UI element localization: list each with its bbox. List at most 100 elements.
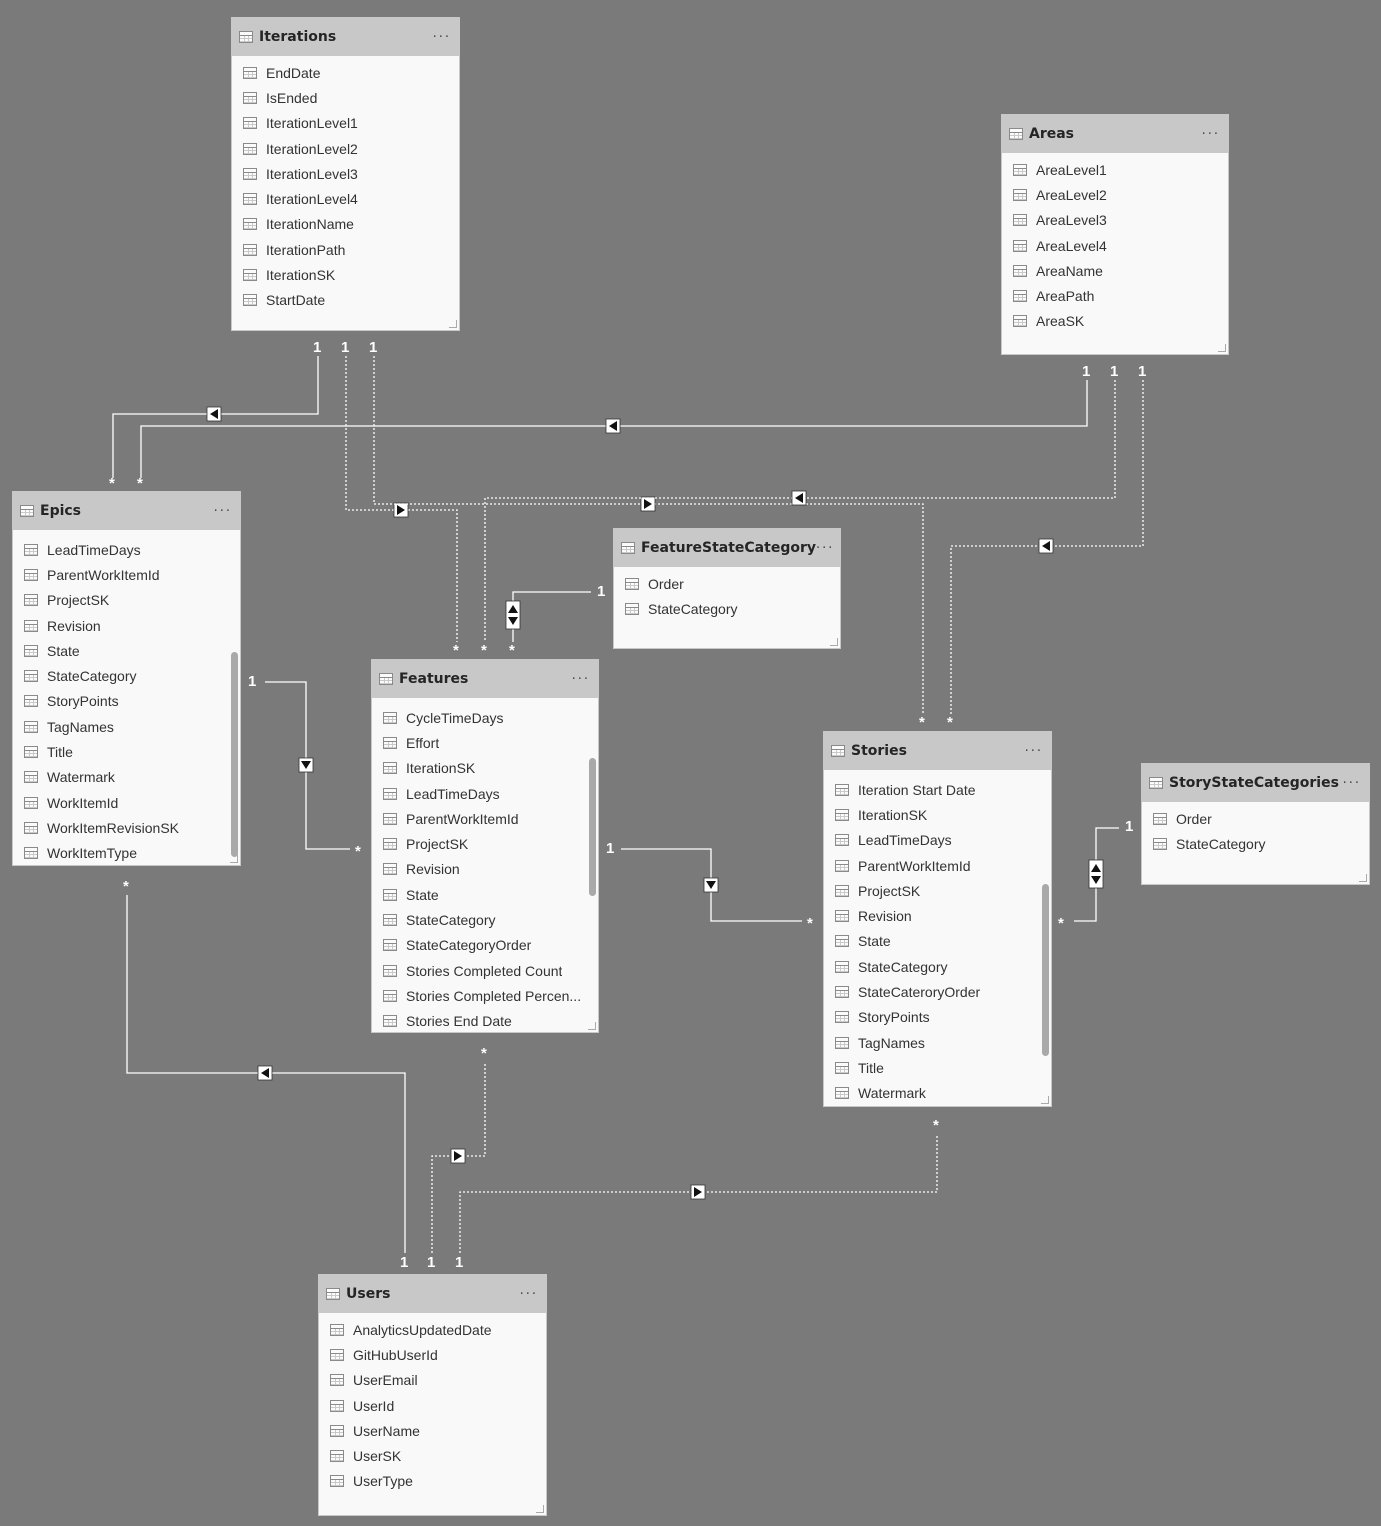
resize-grip[interactable] xyxy=(1359,874,1367,882)
field-row[interactable]: UserId xyxy=(319,1393,546,1418)
field-row[interactable]: IterationSK xyxy=(824,802,1051,827)
relationship-line[interactable] xyxy=(345,356,458,642)
field-row[interactable]: Order xyxy=(1142,806,1369,831)
relationship-line[interactable] xyxy=(512,591,591,642)
field-row[interactable]: StateCategory xyxy=(614,596,840,621)
field-row[interactable]: ParentWorkItemId xyxy=(824,853,1051,878)
field-row[interactable]: AreaName xyxy=(1002,258,1228,283)
field-row[interactable]: WorkItemType xyxy=(13,841,240,865)
field-row[interactable]: State xyxy=(372,882,598,907)
table-header[interactable]: Stories··· xyxy=(824,732,1051,770)
field-row[interactable]: UserEmail xyxy=(319,1368,546,1393)
field-row[interactable]: AreaSK xyxy=(1002,309,1228,334)
resize-grip[interactable] xyxy=(588,1022,596,1030)
field-row[interactable]: LeadTimeDays xyxy=(13,537,240,562)
field-row[interactable]: IterationLevel4 xyxy=(232,186,459,211)
table-header[interactable]: Features··· xyxy=(372,660,598,698)
field-row[interactable]: IterationSK xyxy=(372,756,598,781)
field-row[interactable]: EndDate xyxy=(232,60,459,85)
resize-grip[interactable] xyxy=(449,320,457,328)
more-options-button[interactable]: ··· xyxy=(816,540,835,556)
relationship-line[interactable] xyxy=(431,1062,486,1253)
field-row[interactable]: GitHubUserId xyxy=(319,1342,546,1367)
more-options-button[interactable]: ··· xyxy=(519,1286,538,1302)
resize-grip[interactable] xyxy=(830,638,838,646)
field-row[interactable]: Iteration Start Date xyxy=(824,777,1051,802)
scrollbar-thumb[interactable] xyxy=(231,652,238,857)
table-header[interactable]: Areas··· xyxy=(1002,115,1228,153)
field-row[interactable]: Watermark xyxy=(13,765,240,790)
field-row[interactable]: UserType xyxy=(319,1469,546,1494)
field-row[interactable]: Effort xyxy=(372,730,598,755)
field-row[interactable]: StartDate xyxy=(232,288,459,313)
field-row[interactable]: ProjectSK xyxy=(13,588,240,613)
field-row[interactable]: WorkItemId xyxy=(13,790,240,815)
table-header[interactable]: Iterations··· xyxy=(232,18,459,56)
field-row[interactable]: ParentWorkItemId xyxy=(13,562,240,587)
field-row[interactable]: StateCategory xyxy=(372,907,598,932)
field-row[interactable]: State xyxy=(824,929,1051,954)
field-row[interactable]: ProjectSK xyxy=(372,831,598,856)
field-row[interactable]: StateCategory xyxy=(1142,831,1369,856)
table-header[interactable]: StoryStateCategories··· xyxy=(1142,764,1369,802)
field-row[interactable]: ProjectSK xyxy=(824,878,1051,903)
more-options-button[interactable]: ··· xyxy=(1024,743,1043,759)
field-row[interactable]: Order xyxy=(614,571,840,596)
more-options-button[interactable]: ··· xyxy=(571,671,590,687)
field-row[interactable]: AreaLevel2 xyxy=(1002,182,1228,207)
more-options-button[interactable]: ··· xyxy=(1342,775,1361,791)
field-row[interactable]: IterationName xyxy=(232,212,459,237)
field-row[interactable]: AreaLevel3 xyxy=(1002,208,1228,233)
more-options-button[interactable]: ··· xyxy=(213,503,232,519)
field-row[interactable]: IterationLevel1 xyxy=(232,111,459,136)
field-row[interactable]: LeadTimeDays xyxy=(372,781,598,806)
field-row[interactable]: TagNames xyxy=(13,714,240,739)
field-row[interactable]: LeadTimeDays xyxy=(824,828,1051,853)
relationship-line[interactable] xyxy=(373,356,924,715)
more-options-button[interactable]: ··· xyxy=(1201,126,1220,142)
field-row[interactable]: StateCateroryOrder xyxy=(824,979,1051,1004)
field-row[interactable]: UserName xyxy=(319,1418,546,1443)
field-row[interactable]: CycleTimeDays xyxy=(372,705,598,730)
field-row[interactable]: Watermark xyxy=(824,1081,1051,1106)
field-row[interactable]: AreaPath xyxy=(1002,283,1228,308)
field-row[interactable]: ParentWorkItemId xyxy=(372,806,598,831)
field-row[interactable]: WorkItemRevisionSK xyxy=(13,815,240,840)
table-header[interactable]: Users··· xyxy=(319,1275,546,1313)
field-row[interactable]: IterationPath xyxy=(232,237,459,262)
resize-grip[interactable] xyxy=(1218,344,1226,352)
resize-grip[interactable] xyxy=(230,855,238,863)
scrollbar-thumb[interactable] xyxy=(589,758,596,896)
scrollbar-thumb[interactable] xyxy=(1042,884,1049,1056)
field-row[interactable]: IterationSK xyxy=(232,262,459,287)
field-row[interactable]: Stories Completed Count xyxy=(372,958,598,983)
field-row[interactable]: Stories End Date xyxy=(372,1009,598,1032)
field-row[interactable]: State xyxy=(13,638,240,663)
field-row[interactable]: AnalyticsUpdatedDate xyxy=(319,1317,546,1342)
field-row[interactable]: TagNames xyxy=(824,1030,1051,1055)
field-row[interactable]: UserSK xyxy=(319,1443,546,1468)
field-row[interactable]: StateCategoryOrder xyxy=(372,933,598,958)
field-row[interactable]: Revision xyxy=(372,857,598,882)
resize-grip[interactable] xyxy=(1041,1096,1049,1104)
field-row[interactable]: Stories Completed Percen... xyxy=(372,983,598,1008)
field-row[interactable]: IsEnded xyxy=(232,85,459,110)
field-row[interactable]: AreaLevel4 xyxy=(1002,233,1228,258)
field-row[interactable]: IterationLevel3 xyxy=(232,161,459,186)
field-row[interactable]: Revision xyxy=(824,903,1051,928)
more-options-button[interactable]: ··· xyxy=(432,29,451,45)
field-row[interactable]: Title xyxy=(824,1055,1051,1080)
table-header[interactable]: FeatureStateCategory··· xyxy=(614,529,840,567)
table-header[interactable]: Epics··· xyxy=(13,492,240,530)
field-row[interactable]: StateCategory xyxy=(824,954,1051,979)
field-row[interactable]: AreaLevel1 xyxy=(1002,157,1228,182)
field-row[interactable]: IterationLevel2 xyxy=(232,136,459,161)
